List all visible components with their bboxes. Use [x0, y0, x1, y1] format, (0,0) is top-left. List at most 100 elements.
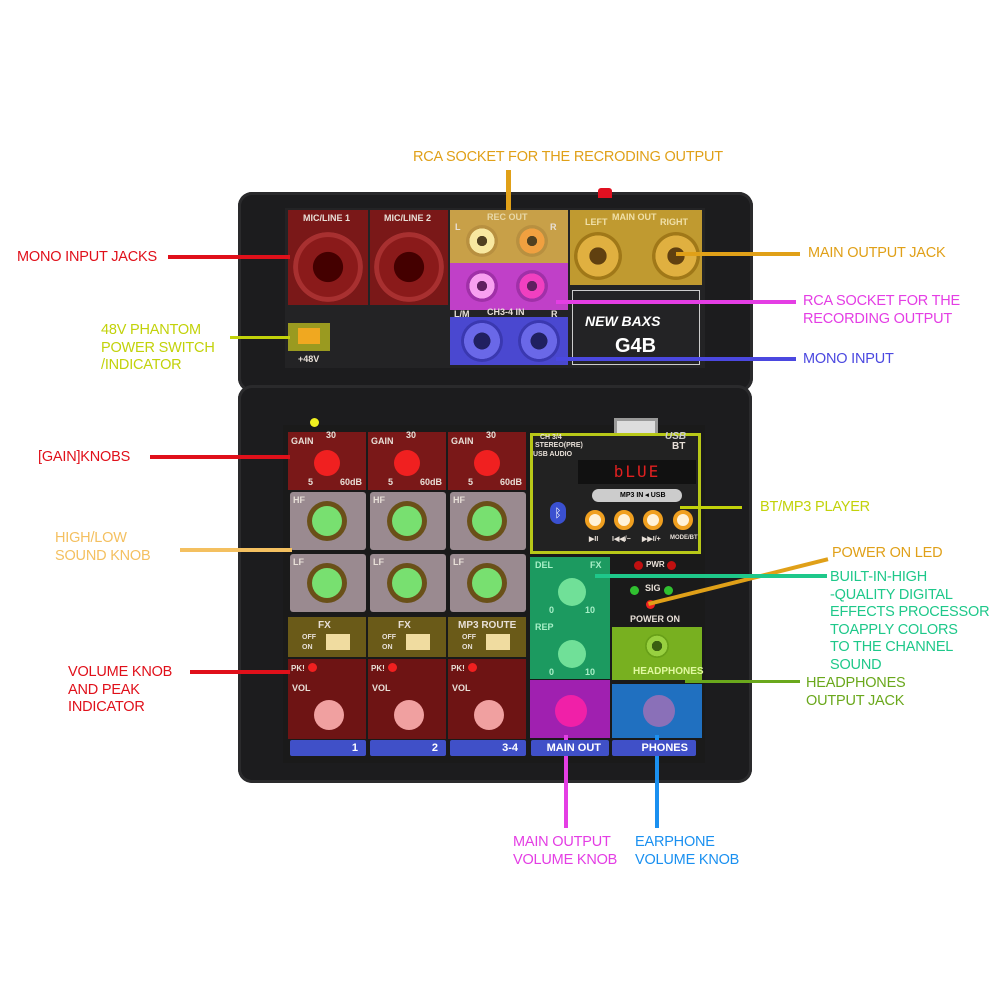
callout-bt: BT/MP3 PLAYER: [760, 499, 870, 515]
main-out-label: MAIN OUT: [612, 212, 657, 222]
brand-logo: NEW BAXS: [585, 313, 661, 329]
leader-phantom: [230, 336, 290, 339]
gain-label: GAIN: [371, 436, 394, 446]
vol-label: VOL: [452, 683, 471, 693]
bt-text: BT: [672, 441, 686, 452]
phantom-indicator-led: [310, 418, 319, 427]
play-pause-button[interactable]: [585, 510, 605, 530]
route-switch-button[interactable]: [326, 634, 350, 650]
gain-30-label: 30: [486, 430, 497, 440]
rec-out-label: REC OUT: [487, 212, 528, 222]
xlr-combo-jack-1[interactable]: [293, 232, 363, 302]
gain-60-label: 60dB: [420, 477, 443, 487]
headphones-label: HEADPHONES: [633, 666, 704, 677]
switch-label: MP3 ROUTE: [458, 620, 517, 631]
gain-knob[interactable]: [314, 450, 340, 476]
volume-knob[interactable]: [394, 700, 424, 730]
hf-eq-knob[interactable]: [312, 506, 342, 536]
pwr-led-left: [634, 561, 643, 570]
leader-mono-input: [556, 357, 796, 361]
fx-max: 10: [585, 605, 596, 615]
callout-main-output-jack: MAIN OUTPUT JACK: [808, 245, 946, 261]
off-label: OFF: [462, 634, 476, 641]
callout-effects: BUILT-IN-HIGH -QUALITY DIGITAL EFFECTS P…: [830, 569, 990, 673]
hf-eq-knob[interactable]: [392, 506, 422, 536]
callout-main-vol: MAIN OUTPUT VOLUME KNOB: [513, 834, 618, 868]
rca-rec-right[interactable]: [516, 225, 548, 257]
lf-eq-knob[interactable]: [312, 568, 342, 598]
main-out-jack-left[interactable]: [574, 232, 622, 280]
mono-input-jack-left[interactable]: [461, 320, 503, 362]
headphones-jack[interactable]: [645, 634, 669, 658]
peak-led: [388, 663, 397, 672]
sig-led-left: [630, 586, 639, 595]
main-out-jack-right[interactable]: [652, 232, 700, 280]
callout-rca-top: RCA SOCKET FOR THE RECRODING OUTPUT: [413, 149, 723, 165]
route-switch-button[interactable]: [486, 634, 510, 650]
fx-min: 0: [549, 605, 555, 615]
phones-bar: PHONES: [612, 740, 696, 756]
rca-record-right[interactable]: [516, 270, 548, 302]
lf-label: LF: [453, 557, 464, 567]
switch-label: FX: [398, 620, 411, 631]
main-volume-knob[interactable]: [555, 695, 587, 727]
prev-vol-down-button[interactable]: [614, 510, 634, 530]
next-vol-up-button[interactable]: [643, 510, 663, 530]
del-label: DEL: [535, 560, 553, 570]
phones-volume-knob[interactable]: [643, 695, 675, 727]
lf-label: LF: [373, 557, 384, 567]
mode-bt-button[interactable]: [673, 510, 693, 530]
leader-main-vol: [564, 735, 568, 828]
sig-label: SIG: [645, 583, 661, 593]
leader-gain: [150, 455, 290, 459]
gain-knob[interactable]: [474, 450, 500, 476]
callout-mono-input: MONO INPUT: [803, 351, 894, 367]
callout-high-low: HIGH/LOW SOUND KNOB: [55, 530, 151, 564]
phantom-label: +48V: [298, 354, 320, 364]
volume-knob[interactable]: [474, 700, 504, 730]
callout-mono-input-jacks: MONO INPUT JACKS: [17, 249, 157, 265]
leader-rca-top: [506, 170, 511, 210]
callout-earphone: EARPHONE VOLUME KNOB: [635, 834, 740, 868]
hf-eq-knob[interactable]: [472, 506, 502, 536]
switch-label: FX: [318, 620, 331, 631]
repeat-knob[interactable]: [558, 640, 586, 668]
rep-max: 10: [585, 667, 596, 677]
usb-text: USB: [665, 431, 687, 442]
leader-main-out: [676, 252, 800, 256]
hf-label: HF: [453, 495, 465, 505]
right-label: RIGHT: [660, 217, 688, 227]
callout-gain: [GAIN]KNOBS: [38, 449, 131, 465]
xlr-combo-jack-2[interactable]: [374, 232, 444, 302]
rep-min: 0: [549, 667, 555, 677]
lf-eq-knob[interactable]: [472, 568, 502, 598]
pwr-label: PWR: [646, 560, 665, 569]
leader-effects: [595, 574, 827, 578]
phantom-switch[interactable]: [288, 323, 330, 351]
callout-volume: VOLUME KNOB AND PEAK INDICATOR: [68, 664, 173, 715]
mono-input-jack-right[interactable]: [518, 320, 560, 362]
peak-label: PK!: [371, 664, 385, 673]
gain-5-label: 5: [308, 477, 314, 487]
peak-label: PK!: [451, 664, 465, 673]
rep-label: REP: [535, 622, 554, 632]
leader-rca-right: [556, 300, 796, 304]
delay-fx-knob[interactable]: [558, 578, 586, 606]
fx-label: FX: [590, 560, 602, 570]
lf-eq-knob[interactable]: [392, 568, 422, 598]
gain-knob[interactable]: [394, 450, 420, 476]
leader-headphones: [685, 680, 800, 683]
rca-record-left[interactable]: [466, 270, 498, 302]
peak-led: [308, 663, 317, 672]
power-button[interactable]: [598, 188, 612, 198]
volume-knob[interactable]: [314, 700, 344, 730]
route-switch-button[interactable]: [406, 634, 430, 650]
rca-rec-left[interactable]: [466, 225, 498, 257]
phantom-switch-cap[interactable]: [298, 328, 320, 344]
peak-led: [468, 663, 477, 672]
bluetooth-icon: ᛒ: [550, 502, 566, 524]
vol-label: VOL: [372, 683, 391, 693]
gain-30-label: 30: [406, 430, 417, 440]
mic1-label: MIC/LINE 1: [303, 213, 351, 223]
on-label: ON: [462, 644, 473, 651]
